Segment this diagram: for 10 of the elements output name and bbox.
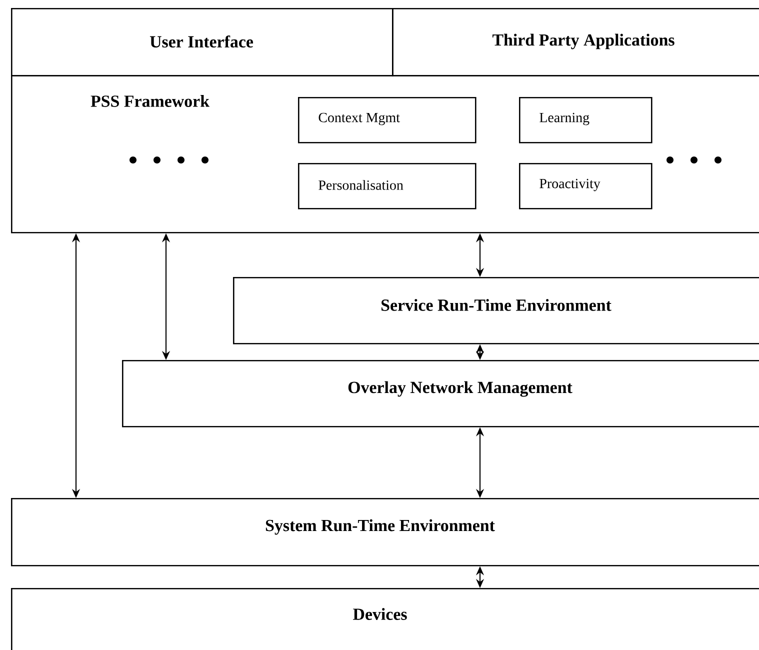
layer-box: Overlay Network Management <box>122 360 759 428</box>
module-box: Personalisation <box>298 163 476 210</box>
layer-box: User Interface <box>11 8 394 76</box>
module-box: Proactivity <box>519 163 652 210</box>
module-box: Context Mgmt <box>298 97 476 144</box>
layer-box: Third Party Applications <box>392 8 759 76</box>
layer-box: System Run-Time Environment <box>11 498 759 566</box>
module-box: Learning <box>519 97 652 144</box>
layer-box: Devices <box>11 588 759 650</box>
layer-box: Service Run-Time Environment <box>233 277 759 344</box>
